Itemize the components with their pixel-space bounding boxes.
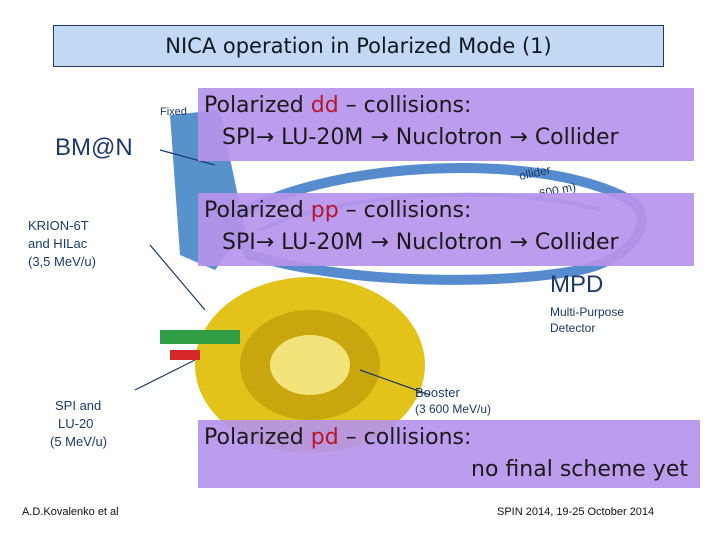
spi-pointer <box>135 360 195 390</box>
fixed-label: Fixed <box>160 106 187 118</box>
pp-collisions-box: Polarized pp – collisions: SPI→ LU-20M →… <box>198 193 694 266</box>
footer-conference: SPIN 2014, 19-25 October 2014 <box>497 506 654 518</box>
spi-label-2: LU-20 <box>58 416 93 431</box>
footer-author: A.D.Kovalenko et al <box>22 506 119 518</box>
dd-chain: SPI→ LU-20M → Nuclotron → Collider <box>204 122 688 154</box>
dd-suffix: – collisions: <box>339 93 472 118</box>
collider-label-fragment: ollider <box>518 163 552 183</box>
pd-particle: pd <box>311 425 339 450</box>
pp-prefix: Polarized <box>204 198 311 223</box>
pd-note: no final scheme yet <box>204 454 694 486</box>
dd-prefix: Polarized <box>204 93 311 118</box>
dd-particle: dd <box>311 93 339 118</box>
mpd-label: MPD <box>550 271 603 298</box>
pd-heading: Polarized pd – collisions: <box>204 422 694 454</box>
spi-label-3: (5 MeV/u) <box>50 434 107 449</box>
dd-collisions-box: Polarized dd – collisions: SPI→ LU-20M →… <box>198 88 694 161</box>
pd-collisions-box: Polarized pd – collisions: no final sche… <box>198 420 700 488</box>
pp-chain: SPI→ LU-20M → Nuclotron → Collider <box>204 227 688 259</box>
slide-title-bar: NICA operation in Polarized Mode (1) <box>53 25 664 67</box>
pd-suffix: – collisions: <box>339 425 472 450</box>
injector-block <box>170 350 200 360</box>
pd-prefix: Polarized <box>204 425 311 450</box>
spi-label-1: SPI and <box>55 398 101 413</box>
krion-label-1: KRION-6T <box>28 218 89 233</box>
krion-label-3: (3,5 MeV/u) <box>28 254 96 269</box>
booster-label-2: (3 600 MeV/u) <box>415 402 491 416</box>
mpd-sublabel-1: Multi-Purpose <box>550 305 624 319</box>
pp-heading: Polarized pp – collisions: <box>204 195 688 227</box>
linac-bar <box>160 330 240 344</box>
bmn-label: BM@N <box>55 134 133 161</box>
booster-label-1: Booster <box>415 385 460 400</box>
mpd-sublabel-2: Detector <box>550 321 595 335</box>
pp-particle: pp <box>311 198 339 223</box>
dd-heading: Polarized dd – collisions: <box>204 90 688 122</box>
slide-title: NICA operation in Polarized Mode (1) <box>165 34 551 58</box>
pp-suffix: – collisions: <box>339 198 472 223</box>
krion-label-2: and HILac <box>28 236 88 251</box>
booster-core <box>270 335 350 395</box>
